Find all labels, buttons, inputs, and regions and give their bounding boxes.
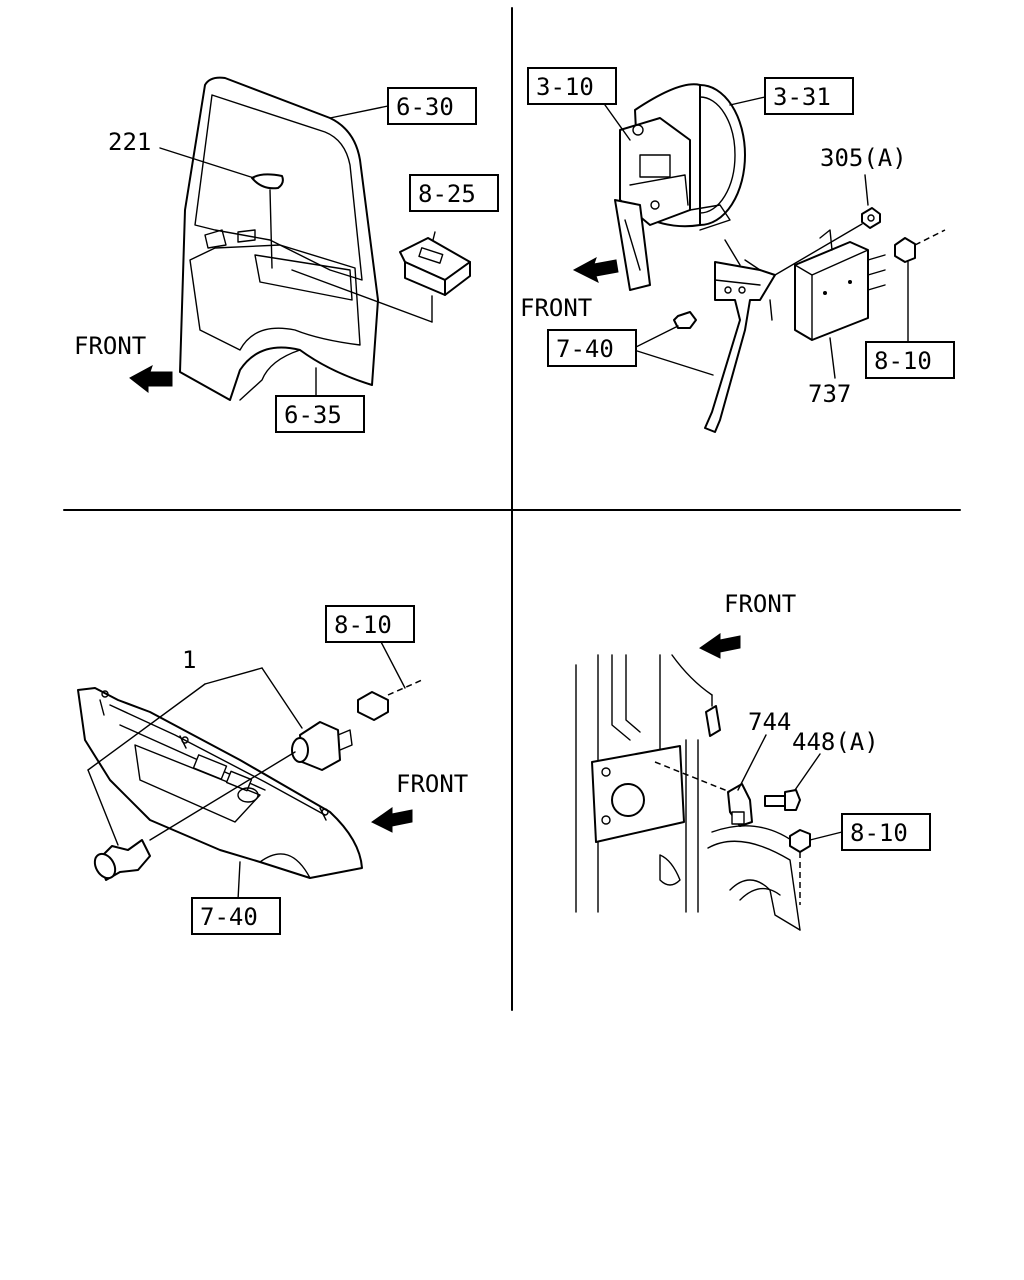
ref-label-8-10: 8-10 <box>334 611 392 639</box>
front-arrow-icon <box>371 807 413 833</box>
ref-label-3-10: 3-10 <box>536 73 594 101</box>
part-label-737: 737 <box>808 380 851 408</box>
tweeter-icon <box>251 173 284 190</box>
connector-icon <box>894 237 916 263</box>
ref-label-6-30: 6-30 <box>396 93 454 121</box>
panel-dash <box>77 639 423 901</box>
front-arrow-icon <box>572 256 619 283</box>
part-label-221: 221 <box>108 128 151 156</box>
ref-label-7-40: 7-40 <box>200 903 258 931</box>
connector-icon <box>789 829 811 853</box>
ref-label-8-10: 8-10 <box>874 347 932 375</box>
ref-label-7-40: 7-40 <box>556 335 614 363</box>
panel-door <box>129 76 471 401</box>
pedal-bracket-icon <box>704 261 776 433</box>
nut-305a-icon <box>861 207 881 229</box>
front-arrow-icon <box>699 633 741 659</box>
connector-icon <box>357 691 389 721</box>
ref-label-6-35: 6-35 <box>284 401 342 429</box>
part-label-1: 1 <box>182 646 196 674</box>
front-arrow-icon <box>129 364 173 394</box>
nut-icon <box>673 311 697 329</box>
control-module-icon <box>794 241 869 341</box>
ref-label-3-31: 3-31 <box>773 83 831 111</box>
door-outline <box>179 76 379 401</box>
panel-booster <box>572 83 946 433</box>
part-label-305a: 305(A) <box>820 144 907 172</box>
door-inner-panel <box>189 244 361 351</box>
front-label: FRONT <box>74 332 146 360</box>
front-label: FRONT <box>520 294 592 322</box>
ref-label-8-25: 8-25 <box>418 180 476 208</box>
bolt-icon <box>764 795 787 807</box>
front-label: FRONT <box>724 590 796 618</box>
door-pocket <box>254 254 353 301</box>
front-label: FRONT <box>396 770 468 798</box>
dash-panel-icon <box>77 687 363 879</box>
ref-label-8-10: 8-10 <box>850 819 908 847</box>
part-label-448a: 448(A) <box>792 728 879 756</box>
part-label-744: 744 <box>748 708 791 736</box>
panel-sensor <box>575 633 843 931</box>
